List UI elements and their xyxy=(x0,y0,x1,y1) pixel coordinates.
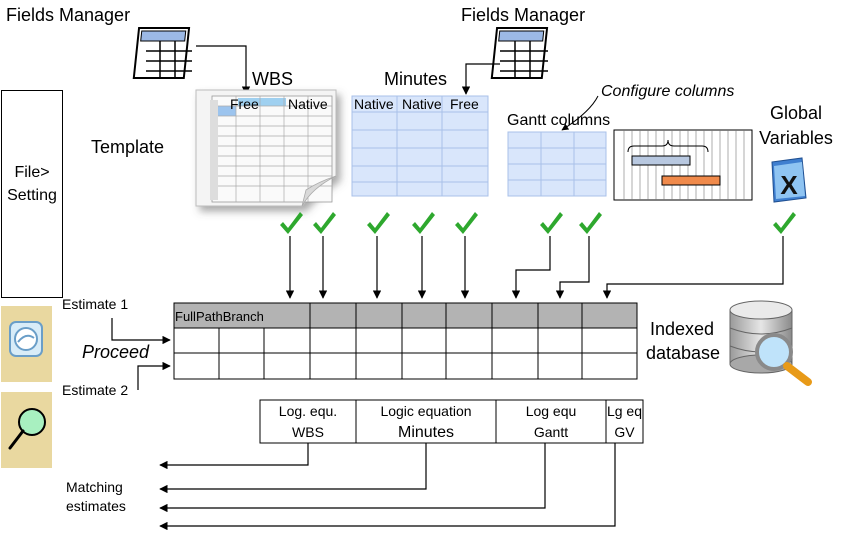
fields-manager-left-label: Fields Manager xyxy=(6,5,131,25)
matching-estimates-label-1: Matching xyxy=(66,479,123,495)
file-setting-label-1: File> xyxy=(14,164,50,181)
wbs-sheet-header: Free xyxy=(230,96,259,112)
template-label: Template xyxy=(91,137,165,157)
estimate2-label: Estimate 2 xyxy=(62,382,129,398)
minutes-label: Minutes xyxy=(384,69,448,89)
configure-columns-label: Configure columns xyxy=(601,83,735,100)
logic-box-gantt-line1: Log equ xyxy=(525,403,577,419)
check-icon xyxy=(313,212,336,234)
fields-manager-left-icon xyxy=(132,27,192,79)
indexed-database-table xyxy=(173,302,638,380)
logic-equation-boxes xyxy=(259,399,644,444)
fields-manager-right-icon xyxy=(490,27,549,79)
check-icon xyxy=(455,212,478,234)
logic-box-minutes-line1: Logic equation xyxy=(380,403,472,419)
wbs-sheet-header: Native xyxy=(288,96,328,112)
minutes-sheet xyxy=(351,95,489,197)
estimate1-arrow xyxy=(111,318,171,345)
matching-estimates-arrows xyxy=(159,443,616,531)
wbs-template-grid xyxy=(210,95,337,207)
logic-box-gv-line1: Lg eq xyxy=(606,403,643,419)
file-setting-label-2: Setting xyxy=(7,187,57,204)
global-variables-icon: X xyxy=(771,157,807,203)
gantt-columns-label: Gantt columns xyxy=(507,112,611,129)
logic-box-gv-line2: GV xyxy=(614,424,635,440)
matching-estimates-label-2: estimates xyxy=(66,498,126,514)
configure-columns-arrow xyxy=(561,95,599,131)
database-magnifier-icon xyxy=(755,333,812,386)
fields-manager-to-minutes-arrow xyxy=(461,63,500,95)
wbs-label: WBS xyxy=(252,69,294,89)
search-icon xyxy=(1,392,52,468)
check-icon xyxy=(579,212,602,234)
global-variables-label-1: Global xyxy=(769,103,823,123)
minutes-sheet-header: Free xyxy=(450,96,479,112)
check-icon xyxy=(412,212,435,234)
logic-box-gantt-line2: Gantt xyxy=(533,424,569,440)
check-marks xyxy=(280,212,796,234)
check-icon xyxy=(367,212,390,234)
estimate-icon xyxy=(1,306,52,382)
global-variables-icon-letter: X xyxy=(780,170,798,200)
logic-box-minutes-line2: Minutes xyxy=(397,424,455,441)
logic-box-wbs-line2: WBS xyxy=(292,424,324,440)
global-variables-label-2: Variables xyxy=(759,128,833,148)
indexed-database-label-2: database xyxy=(646,343,721,363)
indexed-database-label-1: Indexed xyxy=(650,319,715,339)
db-header-fullpathbranch: FullPathBranch xyxy=(175,309,264,324)
fields-manager-right-label: Fields Manager xyxy=(461,5,586,25)
gantt-columns-sheet xyxy=(507,131,607,197)
minutes-sheet-header: Native xyxy=(402,96,442,112)
file-setting-panel[interactable]: File> Setting xyxy=(1,90,63,298)
fields-manager-to-wbs-arrow xyxy=(196,45,251,95)
gantt-chart-graphic xyxy=(613,129,753,201)
logic-box-wbs-line1: Log. equ. xyxy=(278,403,338,419)
check-icon xyxy=(540,212,563,234)
check-icon xyxy=(280,212,303,234)
minutes-sheet-header: Native xyxy=(354,96,394,112)
estimate1-label: Estimate 1 xyxy=(62,296,129,312)
estimate2-arrow xyxy=(137,361,171,390)
checks-to-database-arrows xyxy=(285,236,784,299)
check-icon xyxy=(773,212,796,234)
proceed-label: Proceed xyxy=(82,342,150,362)
